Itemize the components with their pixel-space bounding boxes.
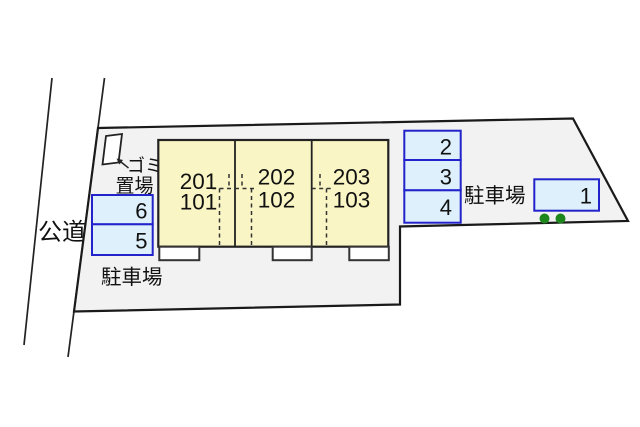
unit-203-label: 203: [333, 165, 371, 190]
parking-right-label: 駐車場: [464, 185, 526, 208]
garbage-label-line1: ゴミ: [127, 156, 163, 176]
unit-201-label: 201: [180, 169, 218, 194]
road-label: 公道: [38, 219, 86, 246]
unit-103-label: 103: [333, 188, 371, 213]
unit-101-label: 101: [180, 190, 218, 215]
porch-unit-102: [271, 245, 313, 262]
parking-space-1-label: 1: [580, 184, 592, 209]
parking-space-6-label: 6: [135, 199, 147, 224]
road-edge-line-left: [23, 77, 53, 346]
shrub-dot-icon: [555, 213, 566, 224]
unit-103-entrance-dashed: [311, 174, 334, 246]
porch-unit-101: [158, 245, 201, 262]
entrance-dashed-lines: [212, 174, 334, 246]
garbage-label-line2: 置場: [116, 175, 154, 197]
parking-space-2: [403, 129, 462, 161]
unit-labels: 201 101 202 102 203 103: [180, 165, 371, 215]
parking-left-label: 駐車場: [101, 266, 163, 289]
unit-202-label: 202: [258, 165, 296, 190]
parking-space-3-label: 3: [440, 165, 452, 190]
garbage-arrow-icon: [116, 158, 123, 165]
parking-space-2-label: 2: [440, 135, 452, 160]
parking-space-5: [91, 223, 154, 257]
parking-space-4: [403, 189, 462, 224]
parking-space-4-label: 4: [440, 195, 452, 220]
unit-102-entrance-dashed: [235, 174, 257, 246]
porch-unit-103: [348, 245, 390, 262]
garbage-arrow-line: [120, 161, 129, 169]
parking-right-group: 2 3 4 駐車場 1: [403, 129, 600, 224]
parking-space-3: [403, 159, 462, 192]
parking-left-group: 6 5 駐車場: [91, 194, 163, 289]
unit-101-entrance-dashed: [212, 174, 235, 246]
parking-space-5-label: 5: [135, 229, 147, 254]
parking-space-1: [533, 178, 600, 212]
shrub-dot-icon: [539, 213, 550, 224]
unit-102-label: 102: [258, 188, 296, 213]
